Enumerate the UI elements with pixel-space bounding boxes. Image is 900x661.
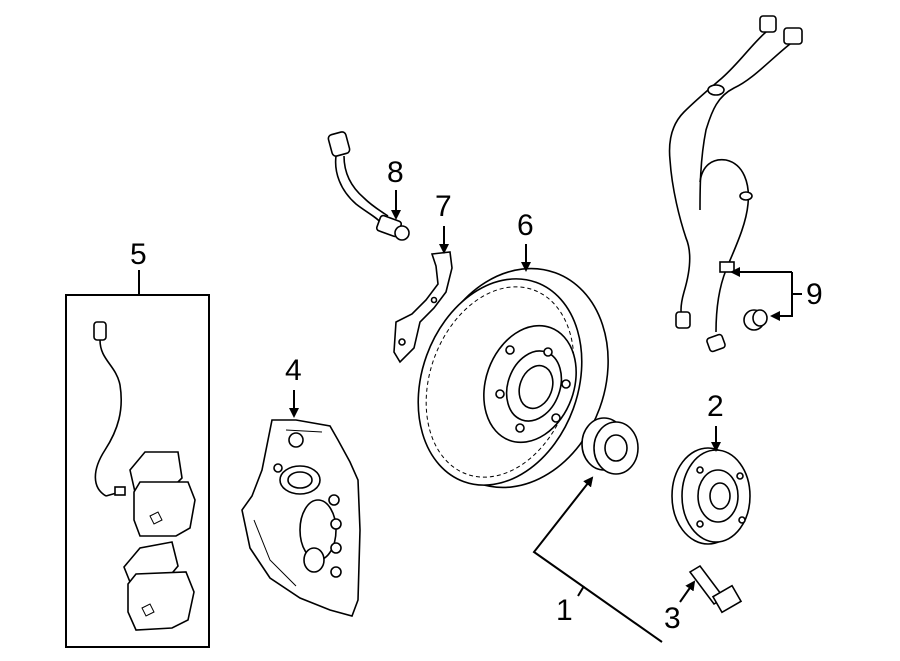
wheel-hub	[671, 447, 751, 545]
callout-2: 2	[707, 390, 724, 423]
pad-kit-box	[65, 294, 210, 648]
leader-9	[770, 272, 793, 321]
brake-caliper	[241, 419, 361, 617]
leader-1	[532, 476, 663, 643]
callout-4: 4	[285, 354, 302, 387]
wear-sensor	[93, 321, 126, 497]
callout-9: 9	[806, 278, 823, 311]
leader-lines	[289, 190, 802, 643]
wheel-bearing	[581, 417, 639, 475]
brake-pad-lower	[123, 541, 195, 631]
callout-labels: 1 2 3 4 5 6 7 8 9	[130, 156, 823, 635]
splash-shield	[393, 251, 453, 364]
leader-1-tick	[577, 585, 585, 597]
callout-8: 8	[387, 156, 404, 189]
brake-hose	[327, 131, 410, 241]
callout-1: 1	[556, 594, 573, 627]
hub-bolt	[688, 564, 743, 614]
brake-pad-upper	[129, 451, 196, 537]
callout-7: 7	[435, 190, 452, 223]
callout-5: 5	[130, 238, 147, 271]
callout-3: 3	[664, 602, 681, 635]
brake-rotor	[417, 267, 609, 489]
callout-6: 6	[517, 209, 534, 242]
pad-kit-group	[65, 270, 210, 648]
abs-sensor-harness	[668, 15, 803, 353]
arrow-3	[679, 580, 696, 603]
